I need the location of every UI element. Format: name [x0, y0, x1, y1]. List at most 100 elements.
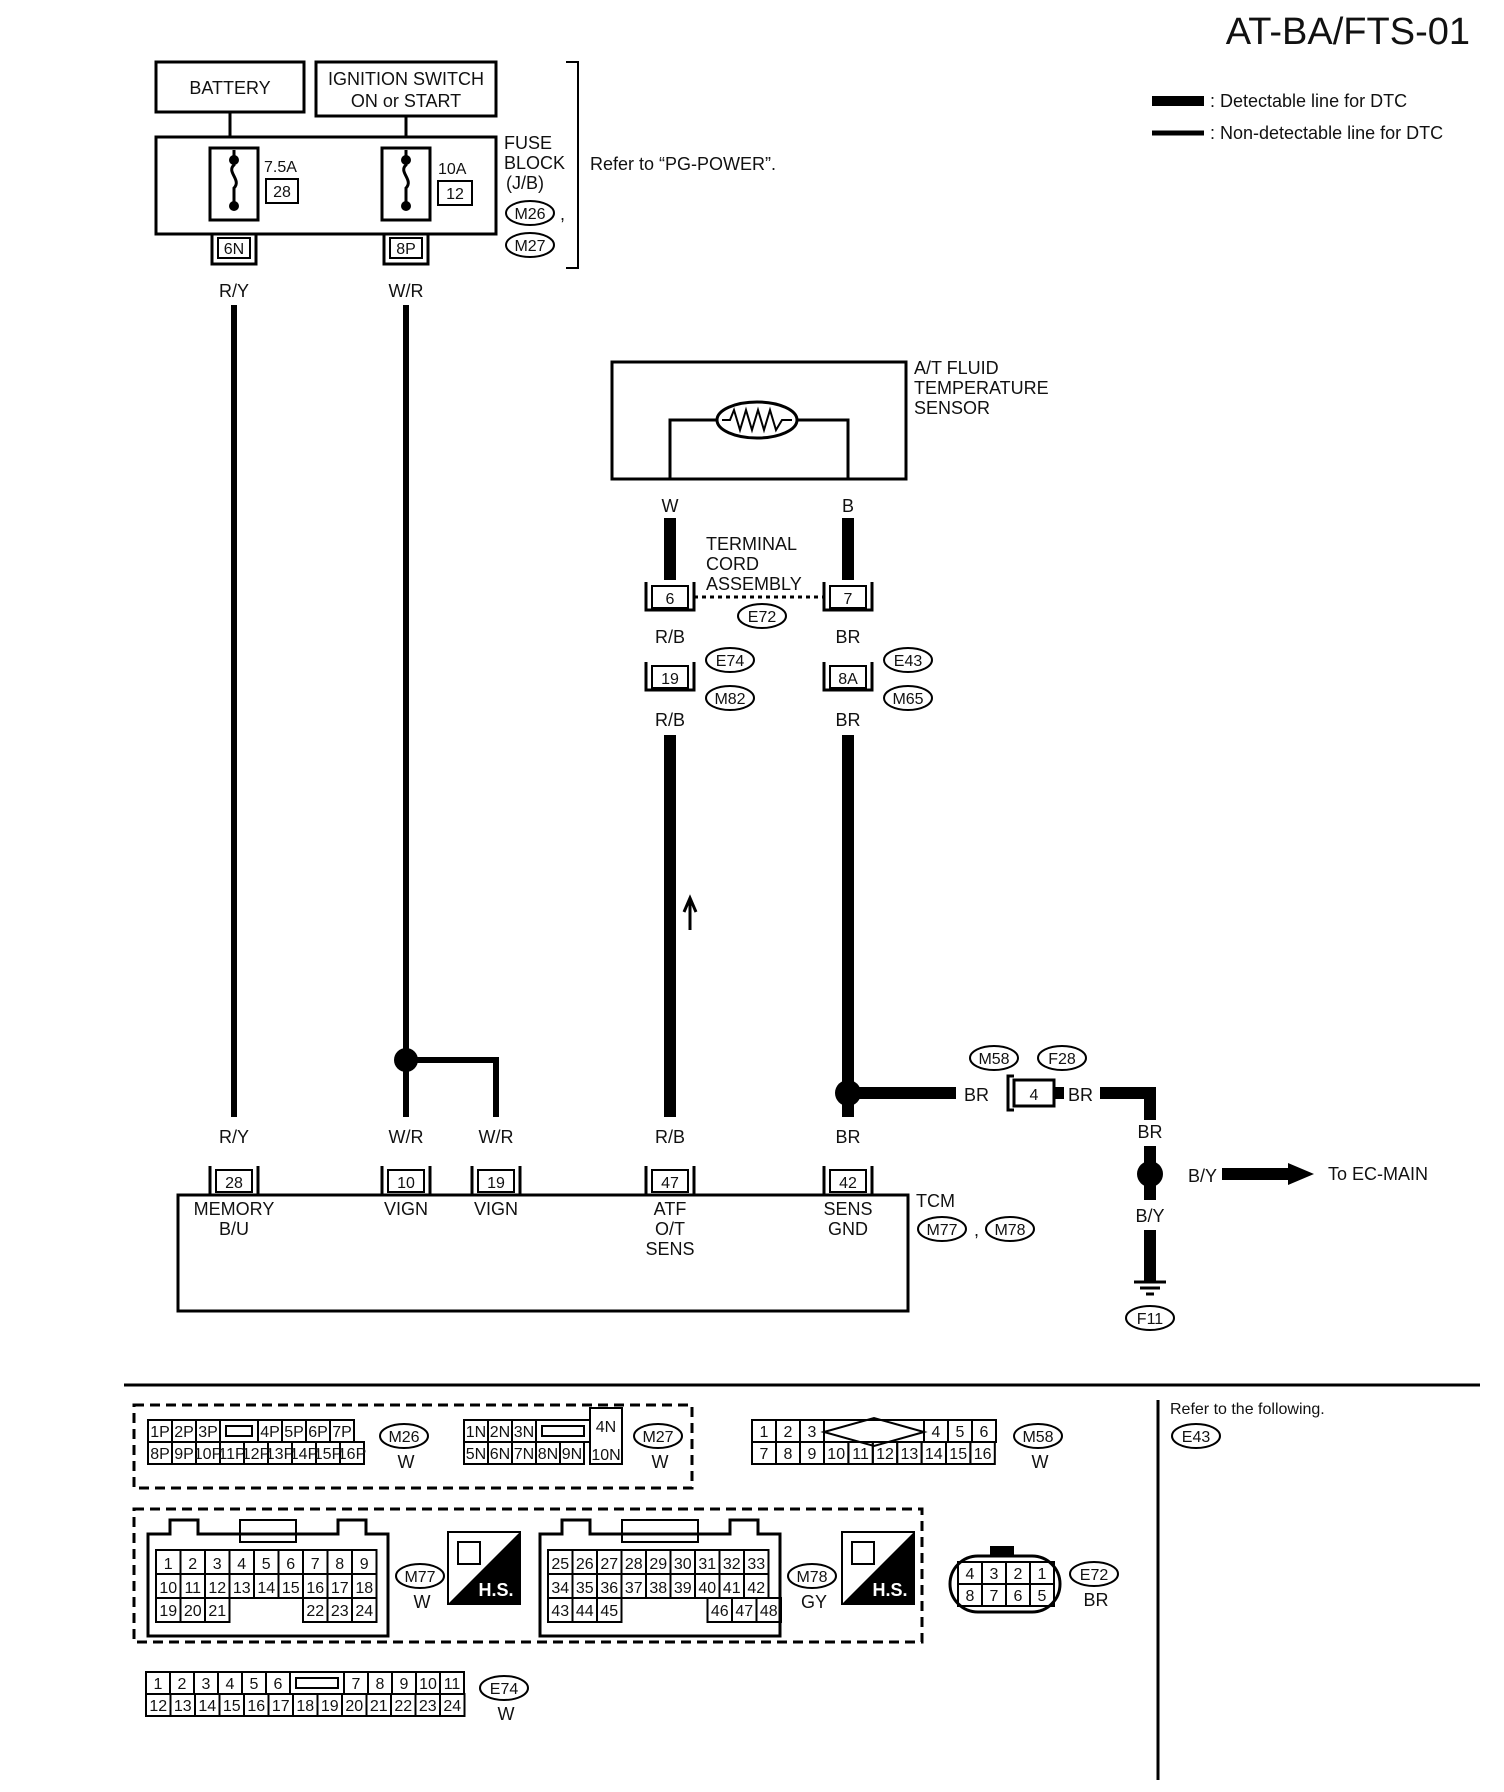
e74-pin: 13	[174, 1698, 192, 1715]
m78-pin: 38	[649, 1580, 667, 1597]
m78-pin: 27	[600, 1556, 618, 1573]
sensor-label-2: TEMPERATURE	[914, 378, 1049, 398]
tcm-pin-box	[387, 1169, 425, 1193]
wire-rb-label-2: R/B	[655, 710, 685, 730]
wire-wr-top: W/R	[389, 281, 424, 301]
m26-pin: 9P	[174, 1446, 194, 1463]
e74-pin: 17	[272, 1698, 290, 1715]
wire-br-label-2: BR	[835, 710, 860, 730]
m77-pin: 22	[306, 1603, 324, 1620]
hs-triangle	[448, 1532, 520, 1604]
m58-pin: 10	[827, 1446, 845, 1463]
sensor-label-1: A/T FLUID	[914, 358, 999, 378]
m58-pin: 5	[956, 1424, 965, 1441]
m78-pin: 40	[698, 1580, 716, 1597]
pin-19: 19	[661, 671, 679, 688]
m78-pin: 39	[674, 1580, 692, 1597]
m78-pin: 32	[723, 1556, 741, 1573]
e74-pin: 7	[352, 1676, 361, 1693]
m58-pin: 13	[901, 1446, 919, 1463]
m27-pin: 8N	[538, 1446, 558, 1463]
connector-id-tag	[1069, 1561, 1119, 1587]
e74-pin: 21	[370, 1698, 388, 1715]
ignition-label-1: IGNITION SWITCH	[328, 69, 484, 89]
e74-pin: 4	[226, 1676, 235, 1693]
m77-pin: 21	[208, 1603, 226, 1620]
m58-cell	[969, 1441, 996, 1465]
m58-pin: 15	[949, 1446, 967, 1463]
m78-pin: 42	[747, 1580, 765, 1597]
tcm-conn-m77: M77	[926, 1222, 957, 1239]
m78-pin: 31	[698, 1556, 716, 1573]
connector-color: GY	[801, 1592, 827, 1612]
m58-pin: 16	[974, 1446, 992, 1463]
m77-pin: 15	[282, 1580, 300, 1597]
fuse-block-box	[154, 135, 498, 236]
tcm-pin-name: VIGN	[384, 1199, 428, 1219]
m26-pin: 5P	[284, 1424, 304, 1441]
connector-id-tag	[379, 1423, 429, 1449]
m77-pin: 6	[286, 1556, 295, 1573]
sensor-label-3: SENSOR	[914, 398, 990, 418]
e74-pin: 5	[250, 1676, 259, 1693]
m58-pin: 4	[932, 1424, 941, 1441]
tcm-pin-wire-label: R/Y	[219, 1127, 249, 1147]
m77-pin: 17	[331, 1580, 349, 1597]
conn-group-m77-m78	[132, 1507, 924, 1644]
wire-ry-top: R/Y	[219, 281, 249, 301]
tcm-pin-number: 10	[397, 1175, 415, 1192]
m26-pin: 13P	[266, 1446, 294, 1463]
wire-wr-branch	[406, 1057, 499, 1117]
tcm-pin-name: VIGN	[474, 1199, 518, 1219]
e72-key	[990, 1546, 1014, 1556]
e74-pin: 24	[443, 1698, 461, 1715]
tcm-pin-wire-label: R/B	[655, 1127, 685, 1147]
conn-group-m26-m27	[132, 1403, 694, 1490]
fuse-block-label-1: FUSE	[504, 133, 552, 153]
e74-pin: 2	[178, 1676, 187, 1693]
m27-pin: 5N	[466, 1446, 486, 1463]
e72-pin: 8	[966, 1588, 975, 1605]
e74-pin: 18	[296, 1698, 314, 1715]
m26-pin: 11P	[218, 1446, 245, 1463]
m77-pin: 9	[360, 1556, 369, 1573]
tca-pin-7: 7	[844, 591, 853, 608]
e72-cell	[1029, 1583, 1055, 1607]
tcm-box	[176, 1193, 910, 1313]
connector-id: M58	[1022, 1429, 1053, 1446]
hs-triangle	[842, 1532, 914, 1604]
terminal-8p: 8P	[396, 241, 416, 258]
fuse-block: 7.5A 28 10A 12 FUSE BLOCK (J/B) M26 , M2…	[154, 61, 776, 269]
m78-pin: 25	[551, 1556, 569, 1573]
e74-pin: 22	[394, 1698, 412, 1715]
connector-id: E74	[490, 1681, 519, 1698]
wire-br-ground-1: BR	[964, 1085, 989, 1105]
connector-id-tag	[395, 1563, 445, 1589]
thermistor-symbol	[715, 400, 799, 440]
m77-lock-tab	[239, 1519, 297, 1543]
m58-cell	[823, 1419, 925, 1443]
battery-label: BATTERY	[189, 78, 270, 98]
wire-br-ground-2: BR	[1068, 1085, 1093, 1105]
signal-arrow-icon	[682, 894, 698, 930]
e74-pin: 20	[345, 1698, 363, 1715]
tca-label-3: ASSEMBLY	[706, 574, 802, 594]
tcm-pin-name: SENS	[823, 1199, 872, 1219]
tcm-pin-number: 19	[487, 1175, 505, 1192]
e74-pin: 12	[149, 1698, 167, 1715]
m58-pin: 8	[784, 1446, 793, 1463]
m77-pin: 12	[208, 1580, 226, 1597]
wire-br-label-1: BR	[835, 627, 860, 647]
m78-pin: 46	[711, 1603, 729, 1620]
m78-pin: 44	[576, 1603, 594, 1620]
wire-br-ground-3: BR	[1137, 1122, 1162, 1142]
fuse-12-number: 12	[446, 186, 464, 203]
m78-pin: 45	[600, 1603, 618, 1620]
e74-pin: 8	[376, 1676, 385, 1693]
hs-label: H.S.	[478, 1580, 513, 1600]
ground-pin-4: 4	[1030, 1087, 1039, 1104]
e72-pin: 4	[966, 1566, 975, 1583]
hs-plug-icon	[851, 1541, 875, 1565]
m26-pin: 6P	[308, 1424, 328, 1441]
